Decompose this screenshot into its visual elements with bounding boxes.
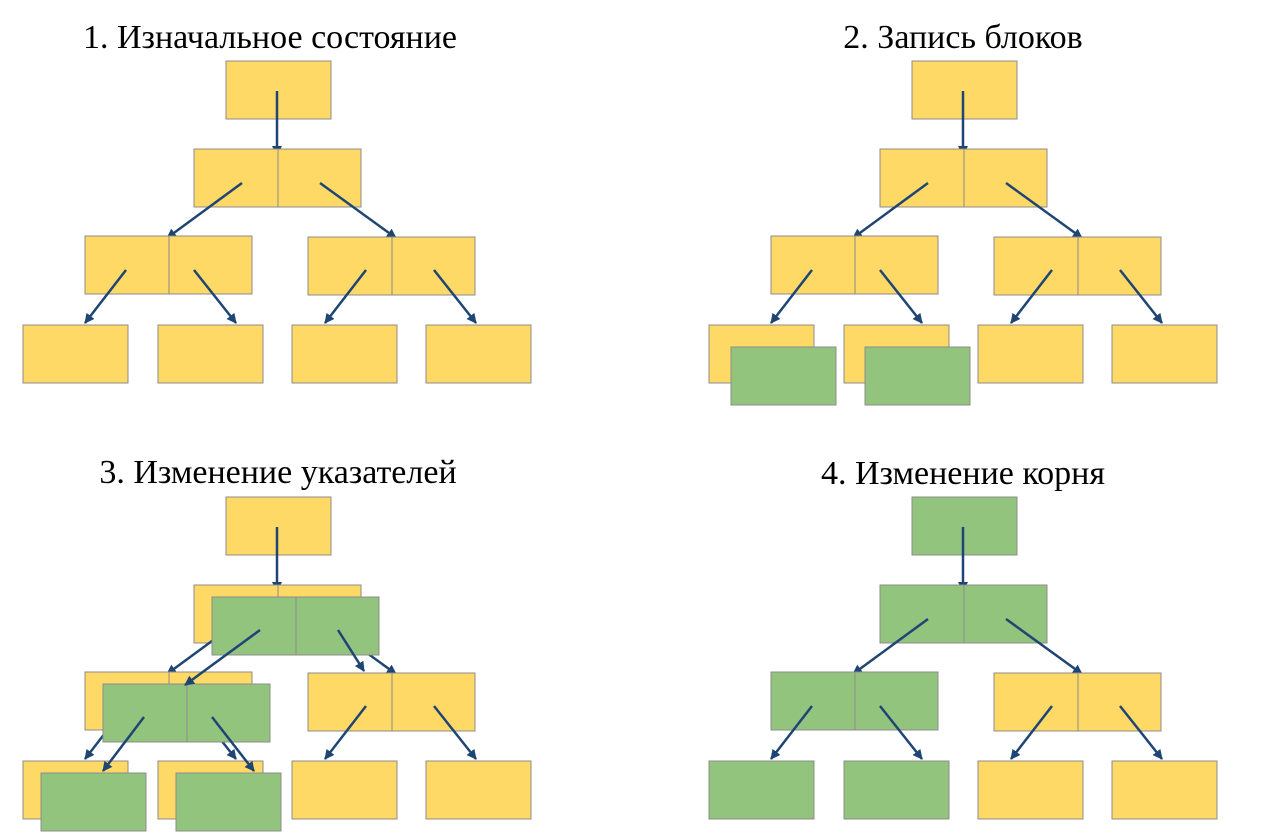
inner-block-right-half <box>391 236 476 296</box>
pointer-arrow <box>84 269 127 324</box>
inner-block-left-half <box>993 236 1079 296</box>
inner-block-right-half <box>1077 236 1162 296</box>
pointer-arrow <box>1005 181 1083 240</box>
panel-1-initial-state <box>22 60 532 384</box>
leaf-block <box>425 324 532 384</box>
new-inner-block-left-half <box>102 683 188 743</box>
leaf-block <box>843 760 950 820</box>
panel-4-change-root <box>708 496 1218 820</box>
pointer-arrow <box>1005 617 1083 676</box>
inner-block-left-half <box>879 584 965 644</box>
pointer-arrow <box>1119 269 1163 324</box>
inner-block-right-half <box>1077 672 1162 732</box>
inner-block-right-half <box>277 148 362 208</box>
leaf-block <box>425 760 532 820</box>
panel-1-title: 1. Изначальное состояние <box>83 19 457 56</box>
pointer-arrow <box>166 181 243 240</box>
panel-4-title: 4. Изменение корня <box>821 455 1105 492</box>
leaf-block <box>157 324 264 384</box>
new-inner-block-right-half <box>295 596 380 656</box>
pointer-arrow <box>324 705 367 760</box>
new-leaf-block <box>730 346 837 406</box>
new-pointer-arrow <box>336 629 366 672</box>
new-leaf-block <box>40 772 147 832</box>
pointer-arrow <box>319 181 397 240</box>
inner-block-right-half <box>963 148 1048 208</box>
inner-block-right-half <box>854 671 939 731</box>
leaf-block <box>977 324 1084 384</box>
inner-block-left-half <box>770 671 856 731</box>
leaf-block <box>977 760 1084 820</box>
inner-block-left-half <box>84 235 170 295</box>
pointer-arrow <box>1010 705 1053 760</box>
pointer-arrow <box>433 269 477 324</box>
root-block <box>225 60 332 120</box>
pointer-arrow <box>1010 269 1053 324</box>
inner-block-right-half <box>963 584 1048 644</box>
pointer-arrow <box>879 705 923 760</box>
new-leaf-block <box>864 346 971 406</box>
inner-block-left-half <box>993 672 1079 732</box>
inner-block-right-half <box>854 235 939 295</box>
pointer-arrow <box>193 269 237 324</box>
pointer-arrow <box>852 617 929 676</box>
new-inner-block-left-half <box>211 596 297 656</box>
root-block <box>911 60 1018 120</box>
panel-2-write-blocks <box>708 60 1218 406</box>
leaf-block <box>291 760 398 820</box>
pointer-arrow <box>852 181 929 240</box>
root-block <box>911 496 1018 556</box>
pointer-arrow <box>324 269 367 324</box>
leaf-block <box>1111 760 1218 820</box>
new-pointer-arrow <box>184 628 261 687</box>
panel-3-change-pointers <box>22 496 532 832</box>
new-inner-block-right-half <box>186 683 271 743</box>
new-pointer-arrow <box>211 716 255 772</box>
inner-block-left-half <box>307 672 393 732</box>
pointer-arrow <box>770 705 813 760</box>
leaf-block <box>708 760 815 820</box>
pointer-arrow <box>1119 705 1163 760</box>
root-block <box>225 496 332 556</box>
inner-block-left-half <box>879 148 965 208</box>
inner-block-left-half <box>770 235 856 295</box>
leaf-block <box>22 324 129 384</box>
inner-block-right-half <box>391 672 476 732</box>
pointer-arrow <box>433 705 477 760</box>
inner-block-right-half <box>168 235 253 295</box>
leaf-block <box>1111 324 1218 384</box>
panel-3-title: 3. Изменение указателей <box>99 454 456 491</box>
pointer-arrow <box>770 269 813 324</box>
panel-2-title: 2. Запись блоков <box>843 19 1082 56</box>
leaf-block <box>291 324 398 384</box>
new-leaf-block <box>175 772 282 832</box>
new-pointer-arrow <box>102 716 145 772</box>
pointer-arrow <box>879 269 923 324</box>
inner-block-left-half <box>193 148 279 208</box>
inner-block-left-half <box>307 236 393 296</box>
